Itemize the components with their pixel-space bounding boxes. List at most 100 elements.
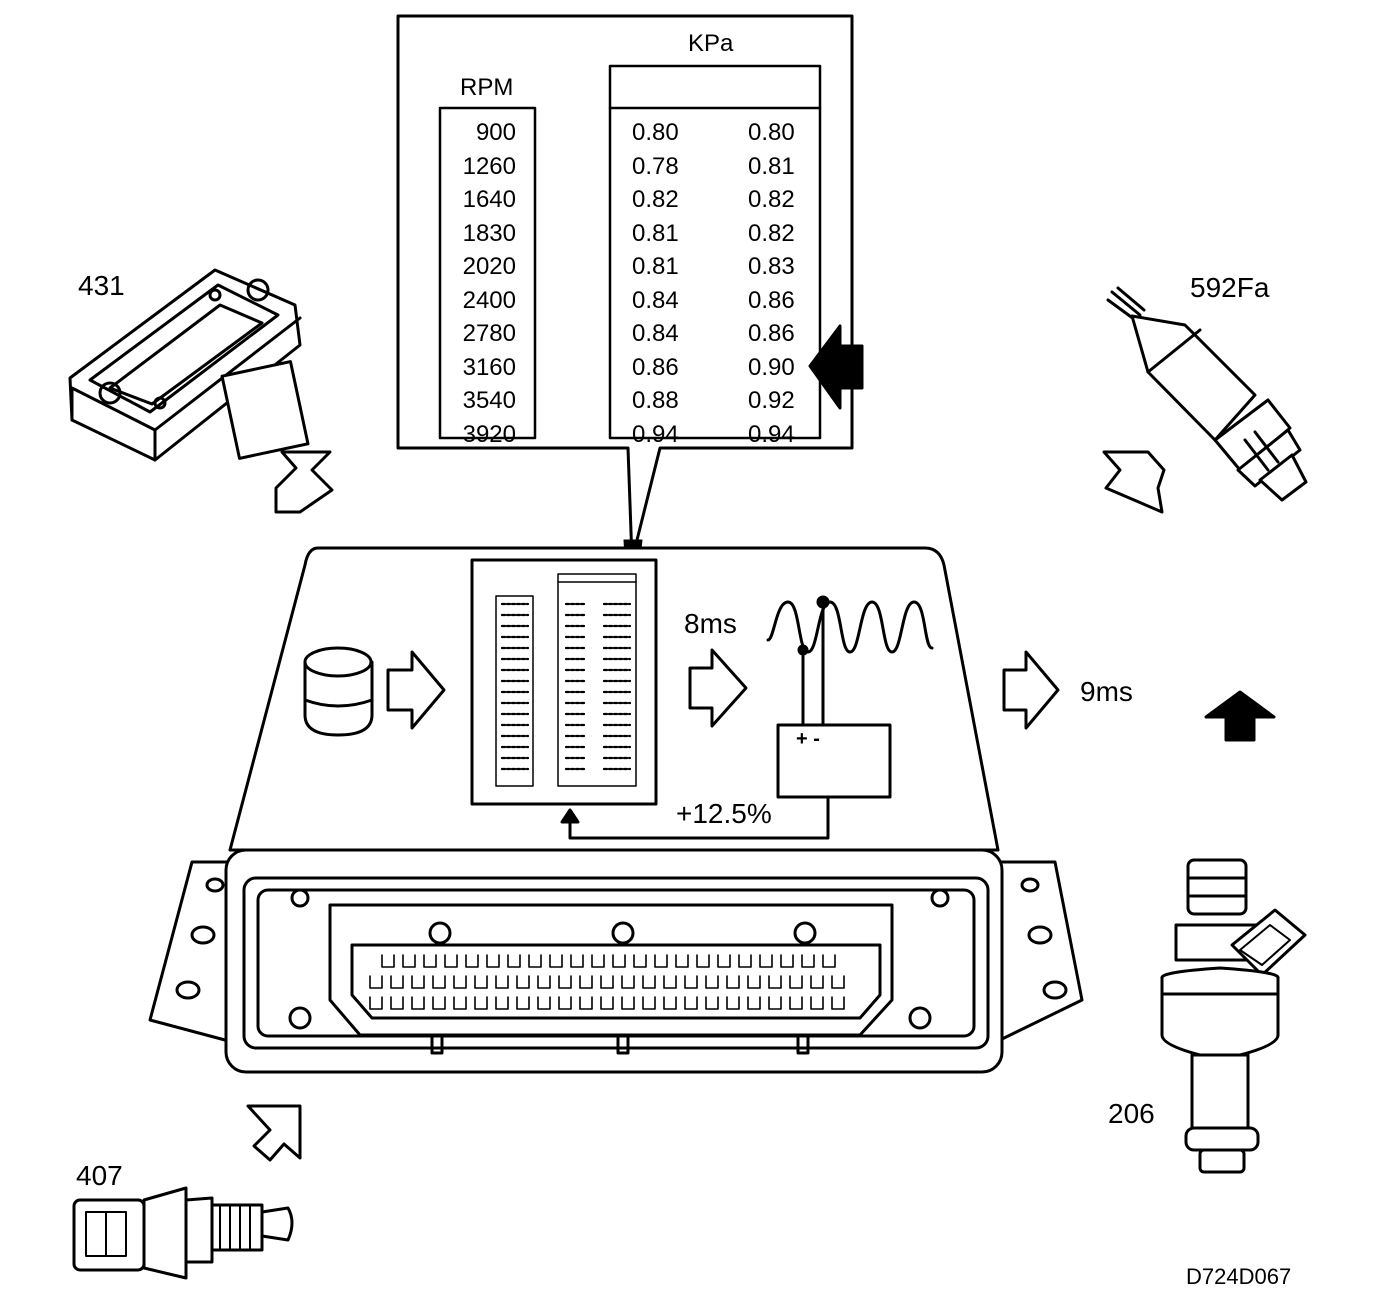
- connector-pin: [621, 975, 635, 989]
- connector-pin: [738, 954, 752, 968]
- connector-pin: [642, 996, 656, 1010]
- connector-pin: [423, 954, 437, 968]
- connector-pin: [726, 975, 740, 989]
- flow-arrow-icon: [688, 648, 748, 728]
- table-cell: 3920: [462, 420, 516, 448]
- table-cell: 0.94: [748, 420, 795, 448]
- connector-pin: [474, 975, 488, 989]
- kpa-header: KPa: [688, 30, 734, 57]
- connector-pin: [684, 996, 698, 1010]
- kpa-column-b: 0.80 0.81 0.82 0.82 0.83 0.86 0.86 0.90 …: [748, 116, 795, 448]
- table-cell: 0.80: [632, 119, 679, 146]
- connector-pin: [411, 996, 425, 1010]
- connector-pin: [675, 954, 689, 968]
- table-cell: 3540: [462, 387, 516, 414]
- table-cell: 2020: [462, 253, 516, 280]
- connector-pin: [432, 996, 446, 1010]
- table-cell: 0.84: [632, 286, 679, 314]
- table-cell: 0.82: [632, 186, 679, 213]
- connector-pin: [789, 996, 803, 1010]
- connector-pin: [747, 975, 761, 989]
- connector-pin: [591, 954, 605, 968]
- connector-pin: [600, 975, 614, 989]
- connector-pin: [633, 954, 647, 968]
- table-cell: 0.82: [748, 186, 795, 213]
- connector-pin: [810, 996, 824, 1010]
- input-arrow-icon: [1102, 450, 1166, 514]
- flow-arrow-icon: [386, 650, 446, 730]
- connector-pin: [663, 996, 677, 1010]
- connector-pin: [684, 975, 698, 989]
- table-cell: 0.78: [632, 152, 679, 180]
- kpa-column-a: 0.80 0.78 0.82 0.81 0.81 0.84 0.84 0.86 …: [632, 116, 679, 448]
- connector-pin: [474, 996, 488, 1010]
- table-cell: 0.81: [748, 152, 795, 180]
- table-cell: 900: [475, 119, 516, 146]
- connector-pin: [831, 975, 845, 989]
- connector-pin: [768, 975, 782, 989]
- flow-arrow-icon: [1002, 650, 1060, 730]
- connector-pin: [558, 975, 572, 989]
- fuel-injector-icon: [1160, 858, 1307, 1174]
- oxygen-sensor-label: 592Fa: [1190, 272, 1270, 303]
- connector-pin: [831, 996, 845, 1010]
- highlight-arrow-icon: [808, 324, 864, 410]
- ecu-unit: [148, 546, 1084, 1074]
- connector-pin: [579, 975, 593, 989]
- connector-pin: [696, 954, 710, 968]
- table-callout: [396, 14, 854, 651]
- memory-icon: [303, 646, 374, 737]
- connector-pin: [810, 975, 824, 989]
- table-cell: 1640: [462, 186, 516, 213]
- table-cell: 0.81: [632, 253, 679, 280]
- injector-pulse-waveform: [766, 600, 934, 654]
- connector-pin: [726, 996, 740, 1010]
- connector-pin: [654, 954, 668, 968]
- table-cell: 0.86: [748, 320, 795, 347]
- table-cell: 2780: [462, 320, 516, 347]
- table-cell: 3160: [462, 353, 516, 381]
- connector-pin: [759, 954, 773, 968]
- connector-pin: [663, 975, 677, 989]
- rpm-column: 900 1260 1640 1830 2020 2400 2780 3160 3…: [442, 116, 516, 448]
- connector-pin: [768, 996, 782, 1010]
- connector-pin: [390, 975, 404, 989]
- connector-pin: [381, 954, 395, 968]
- connector-pin: [747, 996, 761, 1010]
- table-cell: 0.86: [748, 286, 795, 314]
- table-cell: 0.92: [748, 387, 795, 414]
- input-arrow-icon: [274, 450, 334, 514]
- connector-pin: [537, 975, 551, 989]
- connector-pin: [507, 954, 521, 968]
- connector-pin: [516, 996, 530, 1010]
- connector-pin: [495, 996, 509, 1010]
- table-cell: 2400: [462, 286, 516, 314]
- temp-sensor-label: 407: [76, 1160, 123, 1191]
- connector-pin: [432, 975, 446, 989]
- input-arrow-icon: [246, 1104, 302, 1162]
- battery-block: [776, 723, 892, 799]
- connector-pin: [516, 975, 530, 989]
- table-cell: 0.90: [748, 353, 795, 381]
- connector-pin: [444, 954, 458, 968]
- battery-polarity-label: + -: [796, 728, 820, 750]
- table-cell: 0.83: [748, 253, 795, 280]
- temp-sensor-icon: [72, 1186, 294, 1280]
- connector-pin: [789, 975, 803, 989]
- connector-pin: [570, 954, 584, 968]
- output-arrow-icon: [1204, 690, 1276, 742]
- table-callout-content: KPa RPM 900 1260 1640 1830 2020 2400 278…: [398, 16, 852, 448]
- connector-pin: [549, 954, 563, 968]
- table-cell: 0.94: [632, 420, 679, 448]
- connector-pin: [642, 975, 656, 989]
- mini-table: [470, 558, 658, 806]
- connector-pin: [705, 975, 719, 989]
- connector-pin: [495, 975, 509, 989]
- connector-pin: [390, 996, 404, 1010]
- correction-label: +12.5%: [676, 798, 772, 829]
- oxygen-sensor-icon: [1106, 286, 1308, 502]
- map-sensor-label: 431: [78, 270, 125, 301]
- output-pulse-label: 9ms: [1080, 676, 1133, 707]
- connector-pin: [465, 954, 479, 968]
